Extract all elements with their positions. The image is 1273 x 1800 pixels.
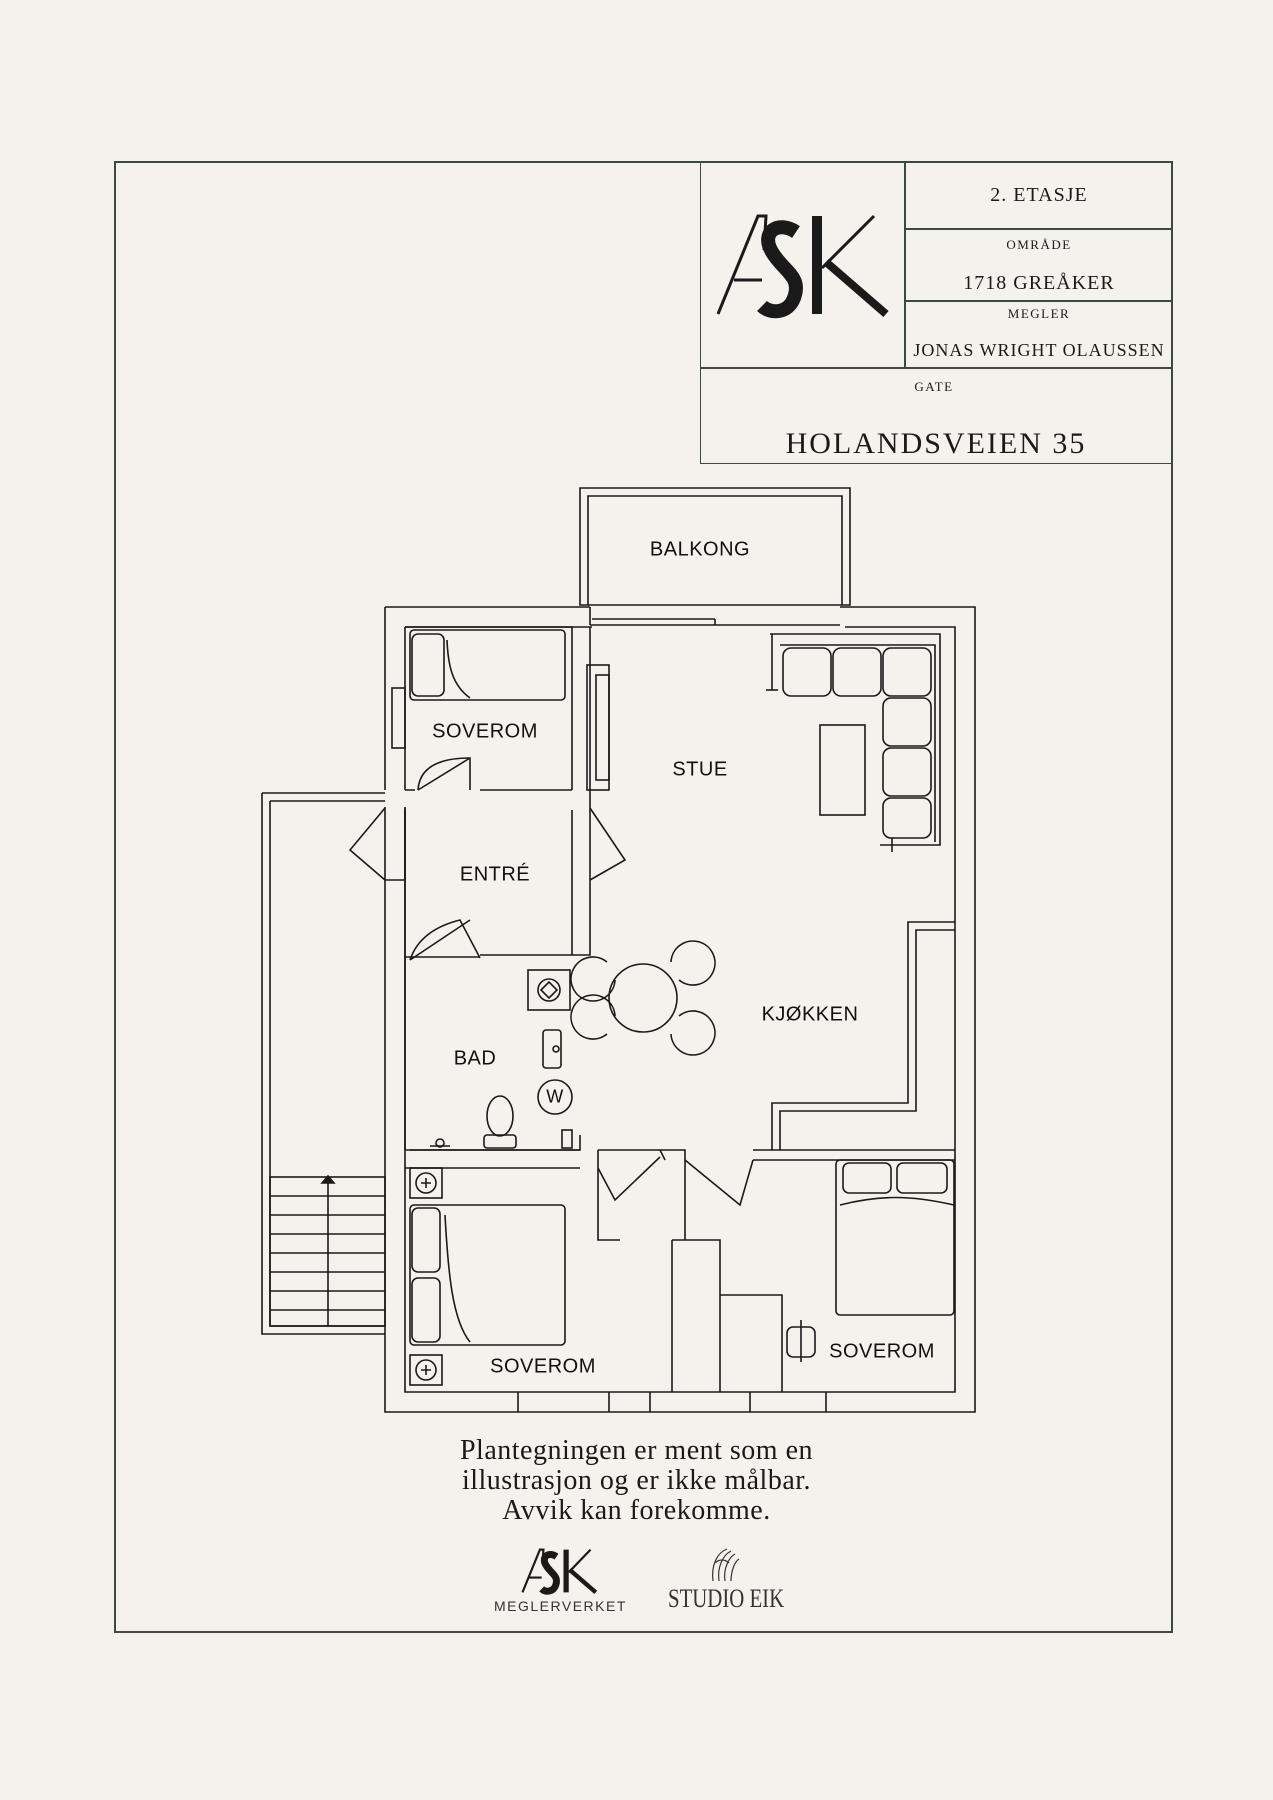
toilet-icon (483, 1134, 517, 1149)
area-value: 1718 GREÅKER (963, 272, 1115, 294)
stair-landing (261, 792, 386, 1335)
room-label-bedroom-bottom-right: SOVEROM (829, 1340, 935, 1363)
ask-footer-logo-icon (521, 1548, 598, 1595)
balcony-outline (579, 487, 851, 606)
floor-label: 2. ETASJE (990, 184, 1088, 206)
disclaimer-line-2: illustrasjon og er ikke målbar. (461, 1465, 812, 1496)
street-value: HOLANDSVEIEN 35 (785, 427, 1087, 460)
disclaimer-line-1: Plantegningen er ment som en (459, 1435, 814, 1466)
area-label: OMRÅDE (1006, 237, 1072, 252)
disclaimer: Plantegningen er ment som en illustrasjo… (0, 1436, 1273, 1526)
tb-divider-2 (904, 300, 1172, 302)
agent-label: MEGLER (1007, 306, 1071, 321)
ask-logo-icon (716, 214, 889, 319)
bedroom-bottom-left (409, 1167, 651, 1412)
lower-hall (405, 1149, 955, 1392)
room-label-bath: BAD (453, 1047, 497, 1070)
room-label-balcony: BALKONG (649, 538, 751, 561)
room-label-bedroom-bottom-left: SOVEROM (490, 1355, 596, 1378)
studio-eik-text: STUDIO EIK (668, 1584, 785, 1613)
tb-divider-1 (904, 228, 1172, 230)
bedroom-bottom-right (749, 1159, 955, 1412)
stove-icon (527, 969, 571, 1011)
sink-icon (542, 1029, 562, 1069)
ask-footer-sub: MEGLERVERKET (494, 1598, 627, 1614)
street-label: GATE (914, 379, 954, 394)
dining-table (570, 940, 716, 1056)
washer-mark: W (546, 1086, 564, 1107)
tb-divider-vertical (904, 162, 906, 368)
room-label-kitchen: KJØKKEN (761, 1003, 859, 1026)
coffee-table (819, 724, 866, 816)
entry (348, 795, 627, 1150)
sheet-border (114, 161, 1173, 1633)
kitchen-counter (771, 921, 955, 1150)
room-label-living: STUE (672, 758, 728, 781)
room-label-bedroom-top: SOVEROM (432, 720, 538, 743)
room-label-entry: ENTRÉ (459, 863, 531, 886)
agent-value: JONAS WRIGHT OLAUSSEN (913, 340, 1165, 360)
sofa (766, 633, 941, 852)
tb-divider-3 (700, 367, 1172, 369)
disclaimer-line-3: Avvik kan forekomme. (502, 1495, 771, 1526)
bathroom (410, 969, 581, 1151)
title-block (700, 162, 1172, 464)
bedroom-top (391, 626, 591, 795)
washer-icon (537, 1079, 573, 1115)
stairs-arrow-icon (320, 1174, 336, 1184)
studio-eik-logo-icon (712, 1548, 740, 1582)
